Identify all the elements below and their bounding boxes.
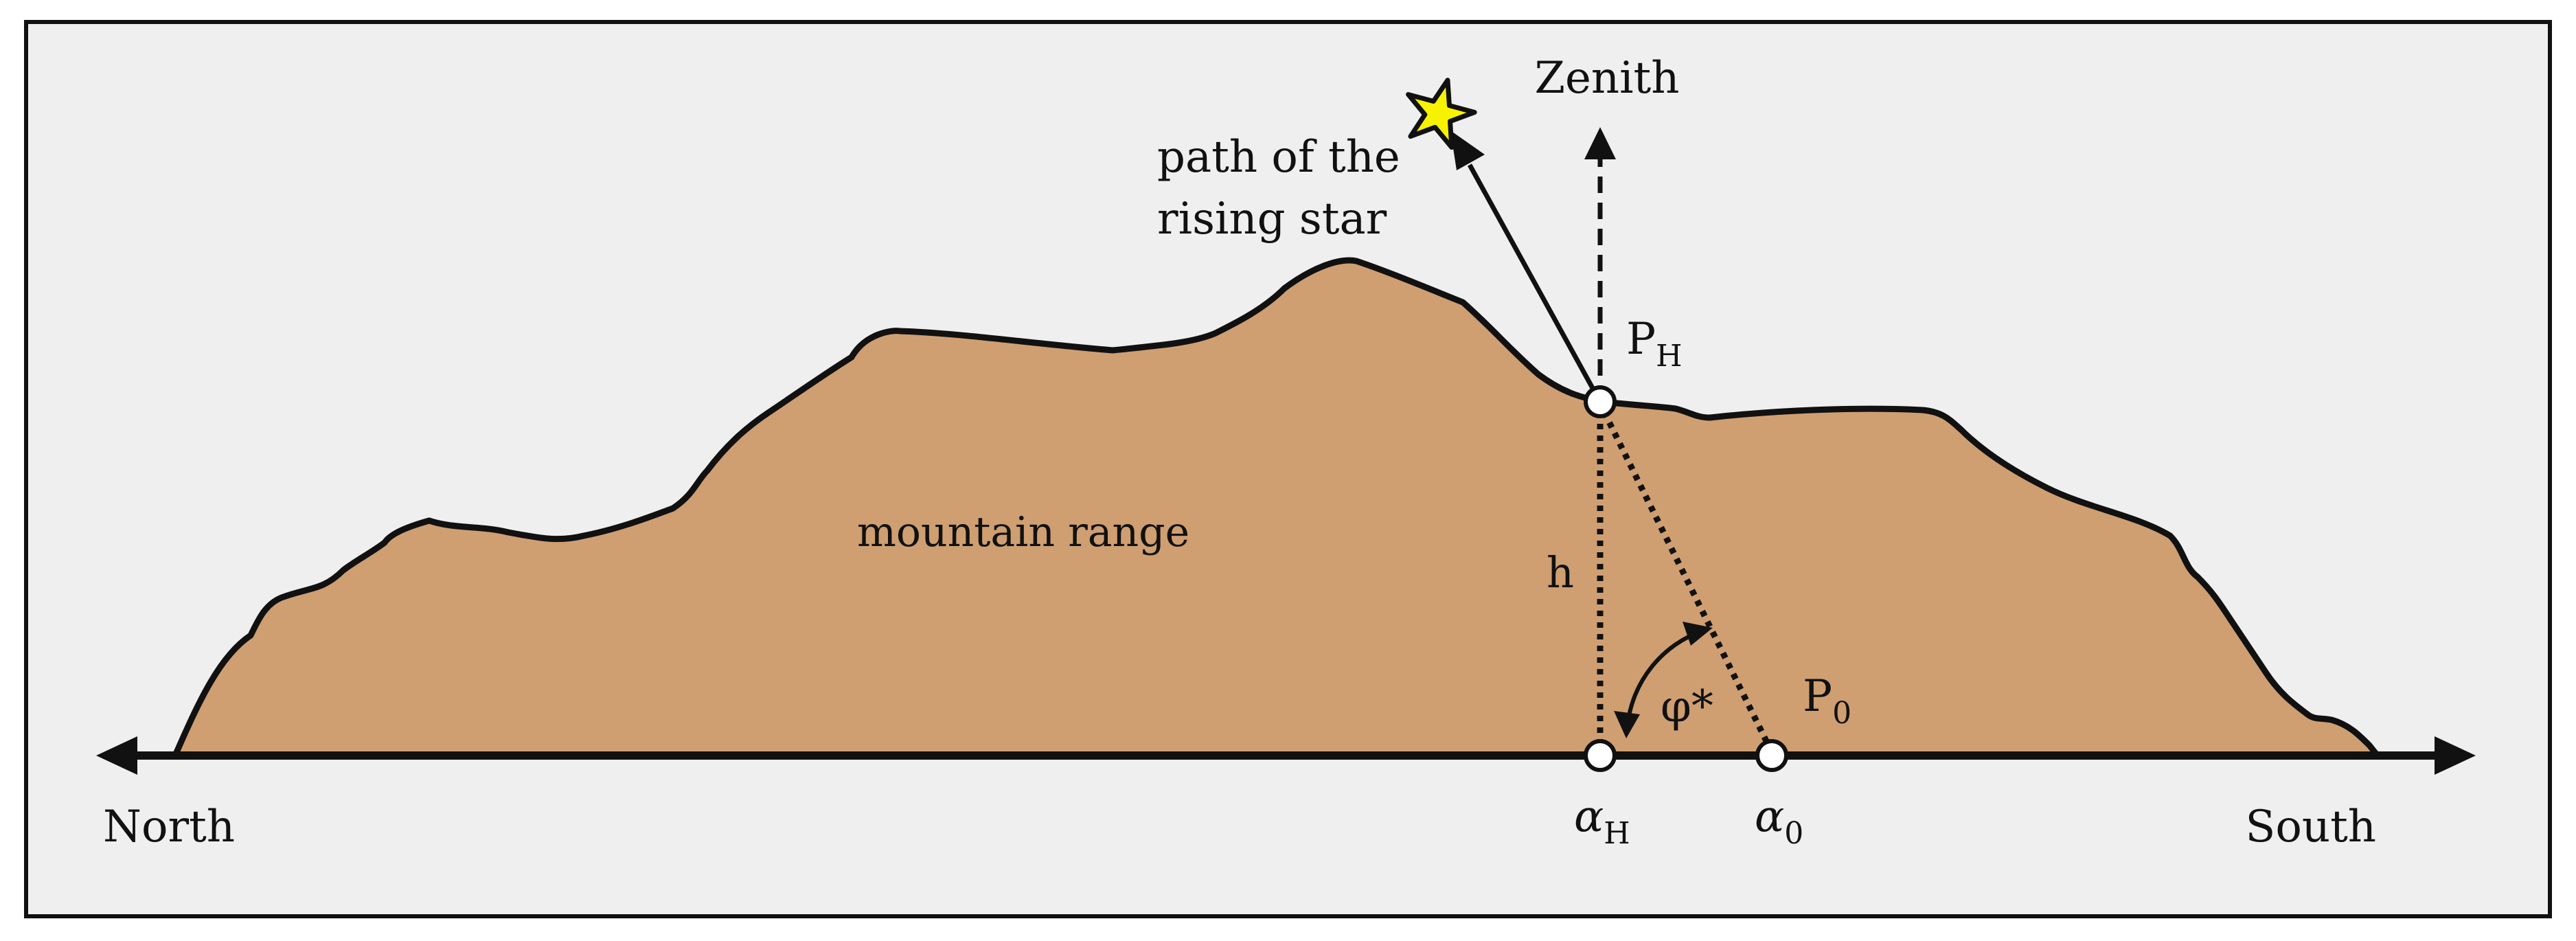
south-label: South: [2245, 802, 2376, 852]
zenith-arrow-head-icon: [1584, 127, 1616, 159]
point-alpha-h-marker: [1584, 739, 1617, 772]
height-label: h: [1547, 547, 1574, 598]
point-ph-marker: [1584, 385, 1617, 418]
star-path-arrow-head-icon: [1450, 131, 1485, 170]
star-path-label-line1: path of the: [1157, 132, 1400, 183]
slant-dotted-line: [1601, 411, 1772, 747]
south-arrow-head-icon: [2435, 736, 2476, 775]
point-p0-marker: [1755, 739, 1788, 772]
point-p0-label: P0: [1803, 671, 1851, 731]
mountain-range-label: mountain range: [857, 508, 1189, 556]
angle-arrow-head-top-icon: [1683, 622, 1713, 646]
point-ph-label: PH: [1626, 314, 1682, 374]
azimuth-0-label: α0: [1755, 791, 1803, 851]
star-path-line: [1467, 163, 1603, 403]
angle-arrow-head-bottom-icon: [1614, 711, 1640, 738]
north-arrow-head-icon: [96, 736, 137, 775]
mountain-range-shape: [172, 257, 2381, 759]
star-icon: [1406, 78, 1477, 150]
star-path-label-line2: rising star: [1157, 194, 1387, 245]
angle-label: φ*: [1661, 681, 1713, 732]
zenith-label: Zenith: [1535, 53, 1680, 104]
north-label: North: [103, 802, 235, 852]
azimuth-h-label: αH: [1574, 791, 1630, 851]
